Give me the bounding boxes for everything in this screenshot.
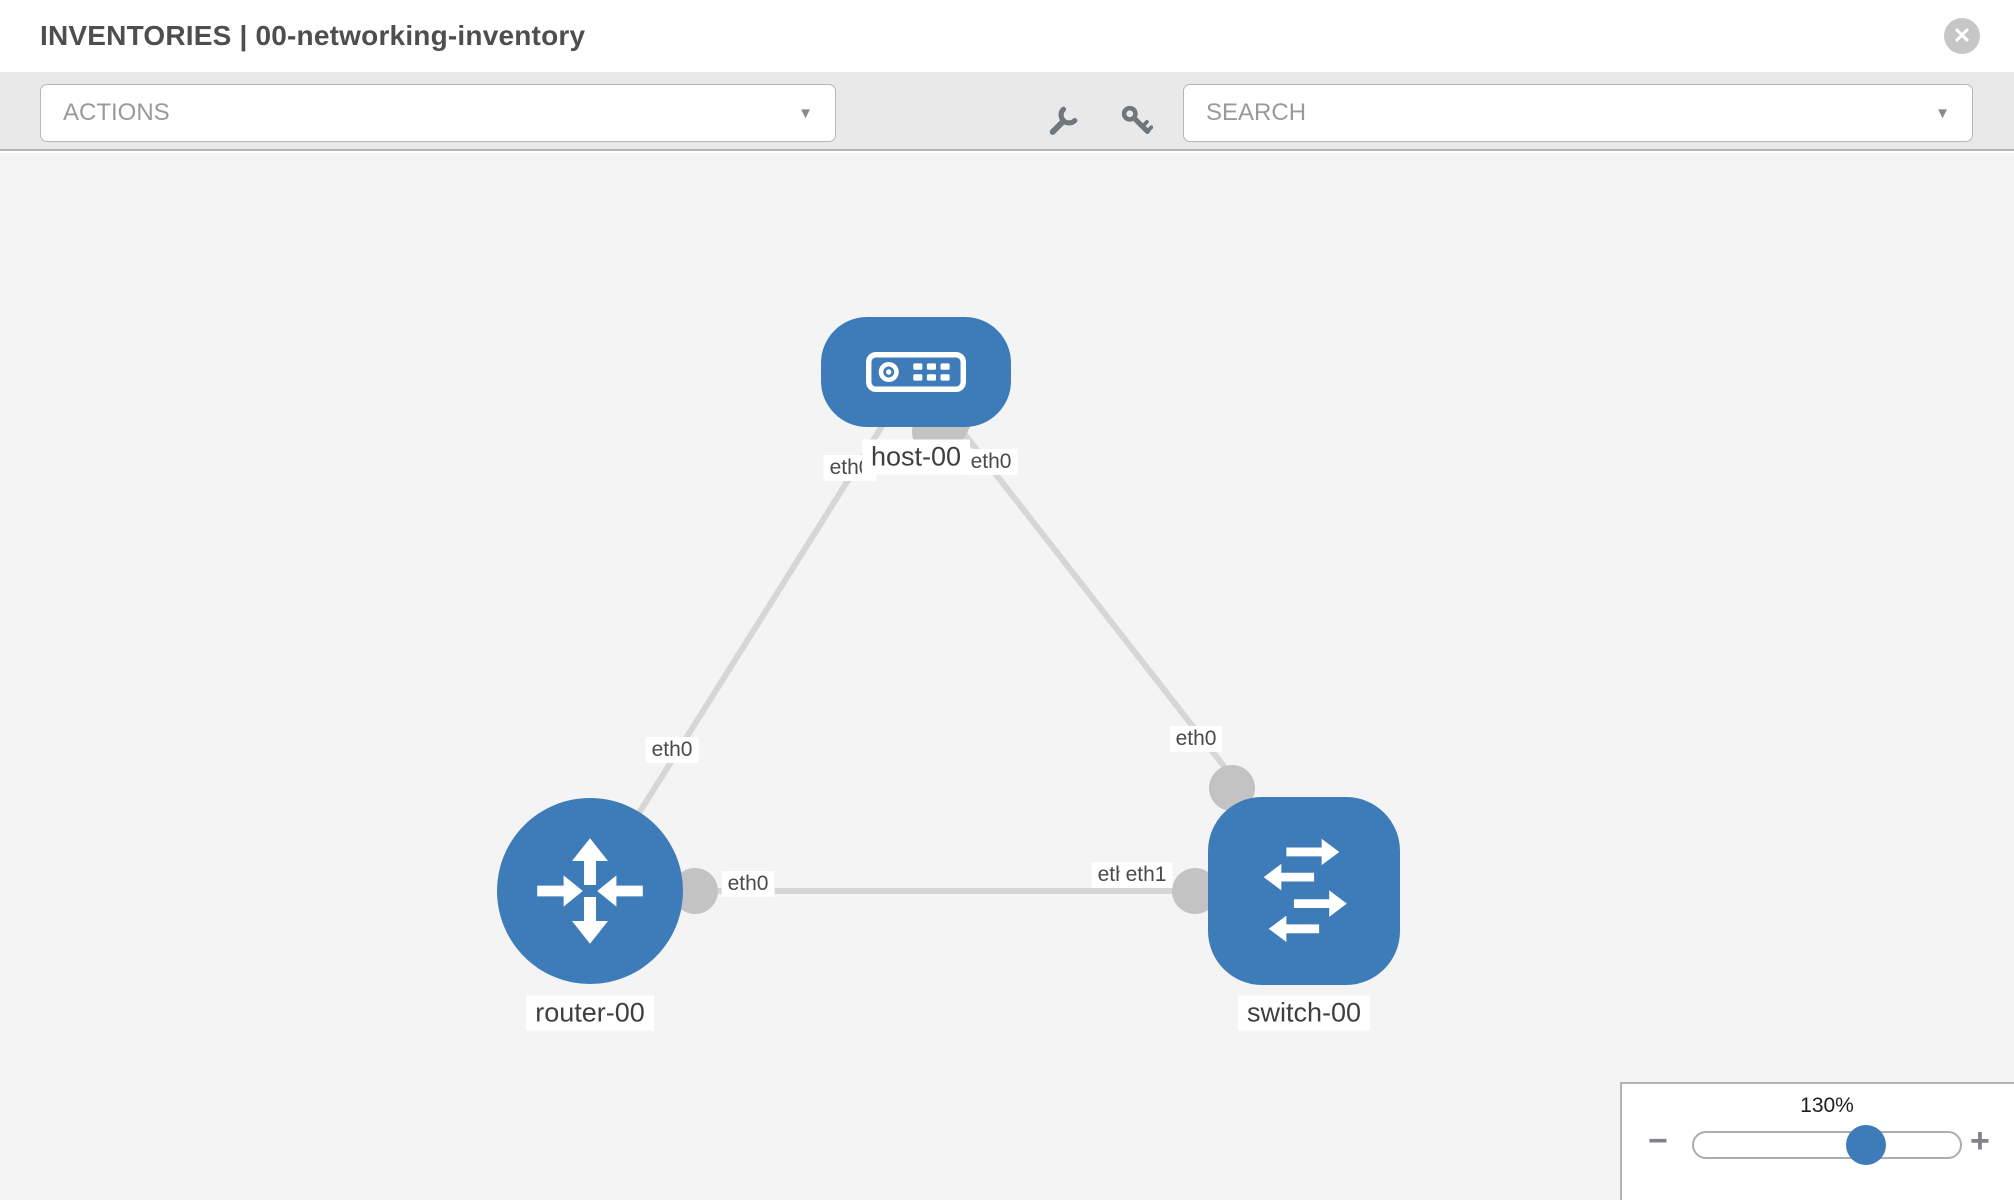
node-host-00[interactable]: [821, 317, 1011, 427]
zoom-in-button[interactable]: +: [1970, 1122, 1990, 1160]
node-router-00[interactable]: [497, 798, 683, 984]
header: INVENTORIES | 00-networking-inventory ✕: [0, 0, 2014, 72]
actions-dropdown-label: ACTIONS: [63, 99, 170, 126]
zoom-out-button[interactable]: −: [1648, 1122, 1668, 1160]
node-label-router: router-00: [526, 995, 654, 1031]
chevron-down-icon: ▼: [1935, 104, 1950, 122]
chevron-down-icon: ▼: [798, 104, 813, 122]
zoom-slider-knob[interactable]: [1846, 1125, 1886, 1165]
interface-label: eth1: [1119, 861, 1173, 889]
search-dropdown-label: SEARCH: [1206, 99, 1307, 126]
interface-label: eth0: [721, 870, 775, 898]
interface-label: eth0: [645, 736, 699, 764]
wrench-icon[interactable]: [1047, 103, 1081, 137]
router-icon: [537, 838, 643, 944]
interface-label: eth0: [1169, 725, 1223, 753]
connector-switch-left: [1172, 868, 1218, 914]
zoom-slider[interactable]: [1692, 1125, 1962, 1165]
switch-icon: [1263, 838, 1347, 943]
topology-canvas[interactable]: host-00 router-00 switch-00 eth0 eth0 et…: [0, 153, 2014, 1200]
key-icon[interactable]: [1119, 103, 1153, 137]
close-icon: ✕: [1952, 23, 1972, 48]
interface-label: eth0: [964, 448, 1018, 476]
zoom-control-panel: 130% − +: [1620, 1082, 2014, 1200]
node-label-host: host-00: [861, 439, 971, 475]
links-layer: [587, 370, 1304, 914]
host-icon: [866, 352, 966, 392]
close-button[interactable]: ✕: [1944, 18, 1980, 54]
actions-dropdown[interactable]: ACTIONS ▼: [40, 84, 836, 142]
search-dropdown[interactable]: SEARCH ▼: [1183, 84, 1973, 142]
connector-router-right: [672, 868, 718, 914]
zoom-level-value: 130%: [1800, 1094, 1854, 1117]
node-switch-00[interactable]: [1208, 797, 1400, 985]
toolbar: ACTIONS ▼ SEARCH ▼: [0, 72, 2014, 151]
page-title: INVENTORIES | 00-networking-inventory: [40, 20, 586, 51]
node-label-switch: switch-00: [1237, 995, 1371, 1031]
